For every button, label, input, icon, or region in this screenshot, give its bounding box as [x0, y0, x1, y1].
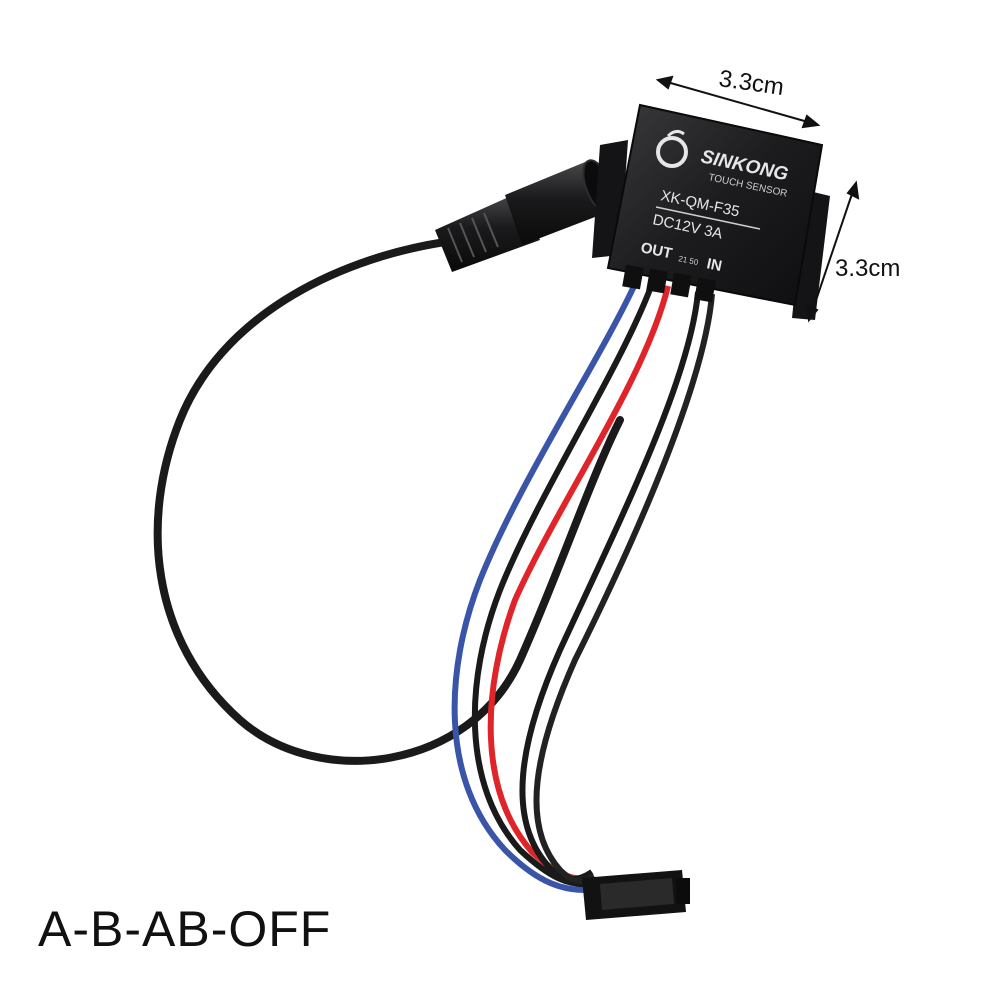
- dc-barrel-jack: [435, 159, 614, 272]
- wire-bundle: [451, 280, 715, 893]
- red-wire: [487, 285, 671, 882]
- pin-numbers-label: 21 50: [678, 254, 700, 267]
- black-wire-3: [533, 293, 715, 884]
- height-dimension: [805, 180, 860, 323]
- logo-icon: [656, 136, 688, 168]
- out-label: OUT: [639, 239, 674, 262]
- jst-connector: [582, 870, 690, 920]
- black-wire-2: [519, 291, 701, 882]
- black-wire: [471, 282, 655, 888]
- blue-wire: [451, 280, 639, 893]
- power-cable: [153, 238, 624, 765]
- in-label: IN: [705, 255, 723, 275]
- height-dimension-label: 3.3cm: [835, 255, 900, 282]
- touch-sensor-module: SINKONG TOUCH SENSOR XK-QM-F35 DC12V 3A …: [592, 103, 830, 320]
- width-dimension-label: 3.3cm: [717, 65, 785, 101]
- width-dimension: [655, 75, 821, 129]
- mode-caption: A-B-AB-OFF: [38, 901, 332, 957]
